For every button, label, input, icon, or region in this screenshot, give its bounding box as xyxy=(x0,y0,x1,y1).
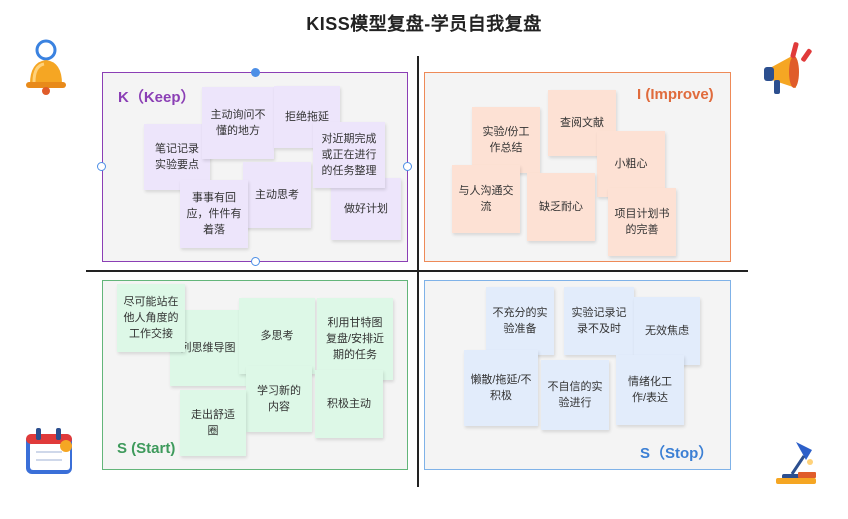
sticky-note[interactable]: 积极主动 xyxy=(315,370,383,438)
sticky-note[interactable]: 实验/份工作总结 xyxy=(472,107,540,173)
sticky-note[interactable]: 小粗心 xyxy=(597,131,665,197)
vertical-axis xyxy=(417,56,419,487)
page-title: KISS模型复盘-学员自我复盘 xyxy=(306,14,542,34)
calendar-icon xyxy=(26,428,72,474)
sticky-note[interactable]: 与人沟通交流 xyxy=(452,165,520,233)
sticky-note[interactable]: 不自信的实验进行 xyxy=(541,360,609,430)
stop-label: S（Stop） xyxy=(640,445,714,462)
sticky-note[interactable]: 利用甘特图复盘/安排近期的任务 xyxy=(317,298,393,380)
sticky-note[interactable]: 情绪化工作/表达 xyxy=(616,355,684,425)
sticky-note[interactable]: 学习新的内容 xyxy=(246,366,312,432)
sticky-note[interactable]: 缺乏耐心 xyxy=(527,173,595,241)
bell-icon xyxy=(26,39,66,95)
keep-label: K（Keep） xyxy=(118,89,196,106)
sticky-note[interactable]: 笔记记录实验要点 xyxy=(144,124,210,190)
sticky-note[interactable]: 尽可能站在他人角度的工作交接 xyxy=(117,284,185,352)
sticky-note[interactable]: 主动询问不懂的地方 xyxy=(202,87,274,159)
sticky-note[interactable]: 无效焦虑 xyxy=(634,297,700,365)
resize-handle-left[interactable] xyxy=(97,162,106,171)
sticky-note[interactable]: 项目计划书的完善 xyxy=(608,188,676,256)
sticky-note[interactable]: 懒散/拖延/不积极 xyxy=(464,350,538,426)
sticky-note[interactable]: 多思考 xyxy=(239,298,315,374)
sticky-note[interactable]: 做好计划 xyxy=(331,178,401,240)
improve-label: I (Improve) xyxy=(637,86,714,103)
desk-lamp-icon xyxy=(776,442,816,484)
sticky-note[interactable]: 对近期完成或正在进行的任务整理 xyxy=(313,122,385,188)
horizontal-axis xyxy=(86,270,748,272)
start-label: S (Start) xyxy=(117,440,176,457)
sticky-note[interactable]: 实验记录记录不及时 xyxy=(564,287,634,355)
megaphone-icon xyxy=(764,42,812,94)
resize-handle-bottom[interactable] xyxy=(251,257,260,266)
resize-handle-right[interactable] xyxy=(403,162,412,171)
sticky-note[interactable]: 主动思考 xyxy=(243,162,311,228)
resize-handle-top[interactable] xyxy=(251,68,260,77)
sticky-note[interactable]: 事事有回应，件件有着落 xyxy=(180,180,248,248)
sticky-note[interactable]: 走出舒适圈 xyxy=(180,390,246,456)
sticky-note[interactable]: 不充分的实验准备 xyxy=(486,287,554,355)
